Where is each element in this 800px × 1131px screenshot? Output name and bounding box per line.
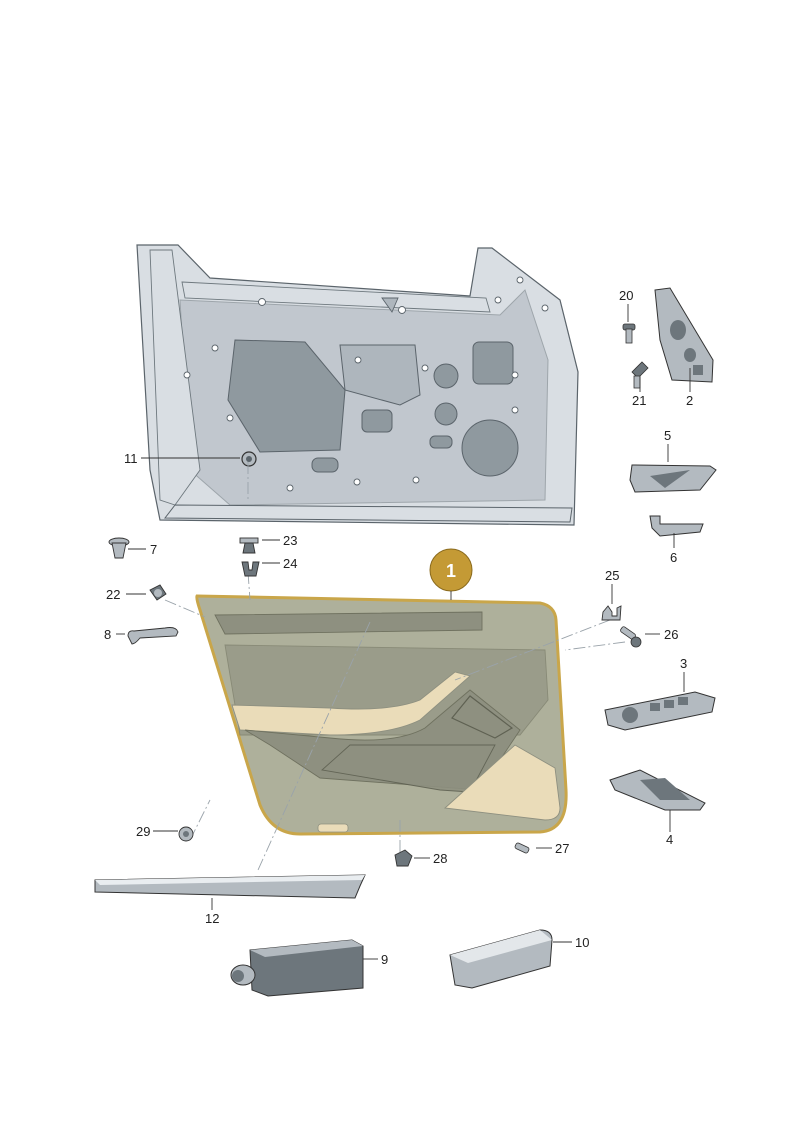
label-27: 27 — [555, 841, 569, 856]
label-12: 12 — [205, 911, 219, 926]
door-trim-panel[interactable] — [195, 594, 568, 836]
label-22: 22 — [106, 587, 120, 602]
door-shell-opening-left — [227, 339, 346, 453]
part-4-switch-trim[interactable] — [609, 769, 706, 811]
part-5-trim-strip[interactable] — [629, 464, 717, 493]
trim-panel-pocket — [321, 744, 496, 793]
door-shell-bottom-rail — [163, 504, 573, 523]
door-shell-mirror-mount — [381, 297, 399, 313]
label-8: 8 — [104, 627, 111, 642]
label-3: 3 — [680, 656, 687, 671]
label-7: 7 — [150, 542, 157, 557]
part-22-screw[interactable] — [149, 584, 167, 601]
door-shell-hole-b — [434, 402, 458, 426]
trim-panel-armrest-beige — [231, 671, 471, 736]
callout-1-label: 1 — [446, 561, 456, 581]
label-24: 24 — [283, 556, 297, 571]
part-2-mirror-trim[interactable] — [654, 287, 714, 383]
label-9: 9 — [381, 952, 388, 967]
label-4: 4 — [666, 832, 673, 847]
label-26: 26 — [664, 627, 678, 642]
label-5: 5 — [664, 428, 671, 443]
assembly-guide-lines — [164, 462, 626, 871]
part-24-clip[interactable] — [241, 561, 260, 577]
part-25-clip[interactable] — [601, 605, 622, 621]
label-20: 20 — [619, 288, 633, 303]
part-3-switch-panel[interactable] — [604, 691, 716, 731]
leader-lines — [116, 304, 691, 960]
label-11: 11 — [124, 451, 138, 466]
part-26-screw[interactable] — [620, 626, 642, 648]
part-9-speaker-unit[interactable] — [230, 939, 364, 997]
door-shell-top-rail — [181, 281, 491, 313]
label-10: 10 — [575, 935, 589, 950]
door-shell-bolt-holes — [183, 276, 549, 492]
door-shell-hole-c — [472, 341, 514, 385]
label-6: 6 — [670, 550, 677, 565]
part-27-screw[interactable] — [514, 842, 530, 854]
part-6-bracket[interactable] — [649, 515, 704, 537]
part-10-storage-box[interactable] — [449, 929, 553, 989]
part-23-clip[interactable] — [239, 537, 259, 554]
trim-panel-map-pocket-beige — [443, 744, 561, 821]
part-28-clip[interactable] — [394, 849, 413, 867]
door-shell-slot — [361, 409, 393, 433]
trim-panel-reflector-slot — [317, 823, 349, 833]
label-29: 29 — [136, 824, 150, 839]
trim-panel-handle-recess — [451, 695, 514, 739]
callout-1[interactable]: 1 — [429, 548, 473, 600]
part-12-trim-strip[interactable] — [94, 874, 366, 899]
part-labels: 11 20 21 2 5 6 7 23 24 22 8 25 26 3 4 29… — [104, 288, 693, 967]
door-shell-hole-speaker — [461, 419, 519, 477]
label-25: 25 — [605, 568, 619, 583]
label-21: 21 — [632, 393, 646, 408]
door-shell — [136, 244, 579, 526]
label-23: 23 — [283, 533, 297, 548]
door-shell-hole-a — [433, 363, 459, 389]
part-8-cable-bracket[interactable] — [127, 627, 179, 645]
trim-panel-top-strip — [214, 611, 483, 635]
label-28: 28 — [433, 851, 447, 866]
part-11-grommet[interactable] — [241, 451, 257, 467]
part-20-screw[interactable] — [622, 323, 636, 344]
part-7-clip[interactable] — [108, 537, 130, 559]
label-2: 2 — [686, 393, 693, 408]
part-29-nut[interactable] — [178, 826, 194, 842]
door-shell-slot-3 — [311, 457, 339, 473]
door-shell-slot-2 — [429, 435, 453, 449]
